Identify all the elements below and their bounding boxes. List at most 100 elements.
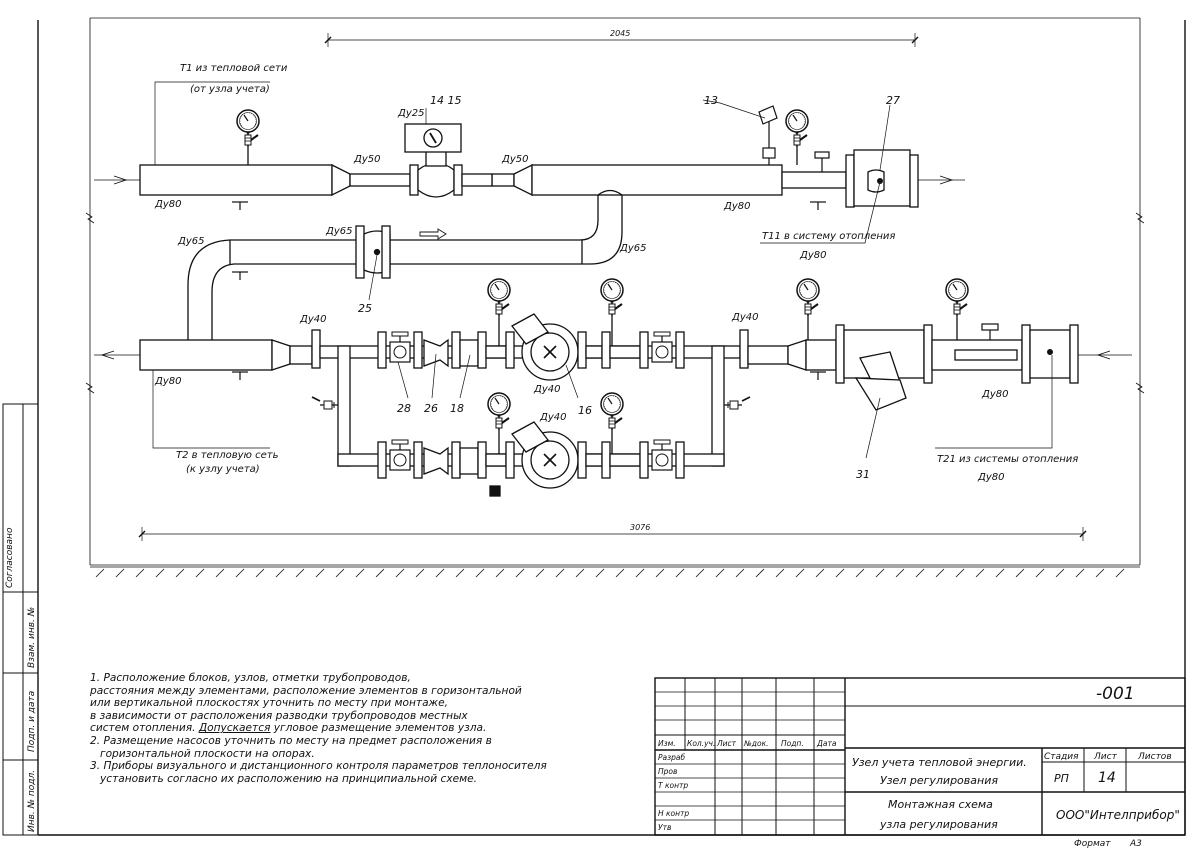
tb-sheets-label: Листов [1137,752,1172,762]
callout-28: 28 [397,402,411,415]
size-label: Ду80 [981,389,1008,400]
flow-arrow-icon [113,175,128,185]
tb-format-value: А3 [1129,839,1142,849]
pipe-support [809,201,827,211]
floor-hatching [90,566,1140,578]
regulating-valve [404,123,493,198]
pressure-gauge-icon [236,109,260,148]
side-podp-data: Подп. и дата [27,691,37,752]
tb-drawing-line1: Монтажная схема [888,798,993,811]
pressure-gauge-icon [600,392,624,431]
sensor-dot [1047,349,1053,355]
pressure-gauge-icon [796,278,820,317]
size-label: Ду80 [154,376,181,387]
thermometer-icon [758,105,778,165]
callout-25: 25 [358,302,372,315]
flow-arrow-icon [419,228,447,240]
label-t21-du: Ду80 [977,472,1004,483]
side-stamp [2,403,39,836]
size-label: Ду80 [723,201,750,212]
callout-26: 26 [424,402,438,415]
pump-branch-upper [377,313,685,381]
callout-16: 16 [578,404,592,417]
pressure-gauge-icon [600,278,624,317]
callout-13: 13 [704,94,718,107]
size-label: Ду40 [299,314,326,325]
air-vent-valve [814,151,830,172]
label-t2-sub: (к узлу учета) [186,464,260,475]
bypass-pipeline [187,189,623,340]
tb-header-ndok: №док. [743,739,769,748]
air-vent-valve [981,323,999,340]
note-line: в зависимости от расположения разводки т… [90,709,468,722]
tb-header-izm: Изм. [658,739,676,748]
size-label: Ду65 [325,226,352,237]
tb-format-label: Формат [1074,839,1111,849]
flow-arrow-icon [1096,350,1111,360]
dimension-bottom-value: 3076 [630,523,650,532]
pump-motor-icon [543,453,557,467]
note-line: 2. Размещение насосов уточнить по месту … [90,734,492,747]
note-line: расстояния между элементами, расположени… [90,684,522,697]
size-label: Ду65 [177,236,204,247]
pressure-gauge-icon [785,109,809,148]
general-notes: 1. Расположение блоков, узлов, отметки т… [90,672,630,785]
dimension-top-value: 2045 [610,29,630,38]
side-vzam: Взам. инв. № [27,607,37,668]
drain-valve-icon [723,396,751,410]
note-line: 1. Расположение блоков, узлов, отметки т… [90,672,411,684]
pipe-support [231,201,249,211]
tb-header-data: Дата [816,739,837,748]
drain-valve-icon [311,396,339,410]
side-agreed: Согласовано [5,527,15,588]
tb-role: Утв [658,823,671,832]
pressure-gauge-icon [487,278,511,317]
size-label: Ду40 [731,312,758,323]
tb-sheet-label: Лист [1093,752,1118,762]
pipe-support [231,371,249,381]
tb-header-podp: Подп. [781,739,804,748]
tb-code: -001 [1096,684,1135,704]
label-t21: Т21 из системы отопления [937,454,1078,465]
label-t1-sub: (от узла учета) [190,84,270,95]
leader-lines [152,81,1053,459]
dimension-bottom [138,527,1087,541]
pump-motor-icon [543,345,557,359]
note-underlined: Допускается [198,722,271,735]
tb-drawing-line2: узла регулирования [879,818,998,831]
sensor-dot [877,178,883,184]
tb-stage-value: РП [1054,772,1069,785]
callout-27: 27 [886,94,900,107]
pipe-support [231,271,249,281]
tb-role: Пров [658,767,677,776]
note-line: или вертикальной плоскостях уточнить по … [90,697,448,710]
pressure-gauge-icon [945,278,969,317]
size-label: Ду25 [397,108,424,119]
note-line: установить согласно их расположению на п… [100,772,477,785]
callout-18: 18 [450,402,464,415]
size-label: Ду50 [353,154,380,165]
tb-role: Разраб [658,753,685,762]
tb-company: ООО"Интелприбор" [1056,808,1180,822]
label-t11-du: Ду80 [799,250,826,261]
size-label: Ду80 [154,199,181,210]
callout-14-15: 14 15 [430,94,462,107]
note-line: горизонтальной плоскости на опорах. [100,747,315,760]
tb-header-kolvo: Кол.уч. [687,739,715,748]
supply-pipeline [139,149,919,208]
pipe-support [809,371,827,381]
bypass-valve [355,225,391,279]
dimension-top [324,33,919,47]
note-text: угловое размещение элементов узла. [270,722,487,735]
flow-arrow-icon [100,350,115,360]
tb-project-line2: Узел регулирования [880,774,998,787]
tb-stage-label: Стадия [1044,752,1079,762]
tb-role: Н контр [658,809,689,818]
size-label: Ду40 [533,384,560,395]
note-line: систем отопления. Допускается угловое ра… [90,722,630,735]
side-inv-podl: Инв. № подл. [27,770,37,832]
tb-project-line1: Узел учета тепловой энергии. [852,756,1027,769]
callout-31: 31 [856,468,870,481]
flow-arrow-icon [939,175,954,185]
